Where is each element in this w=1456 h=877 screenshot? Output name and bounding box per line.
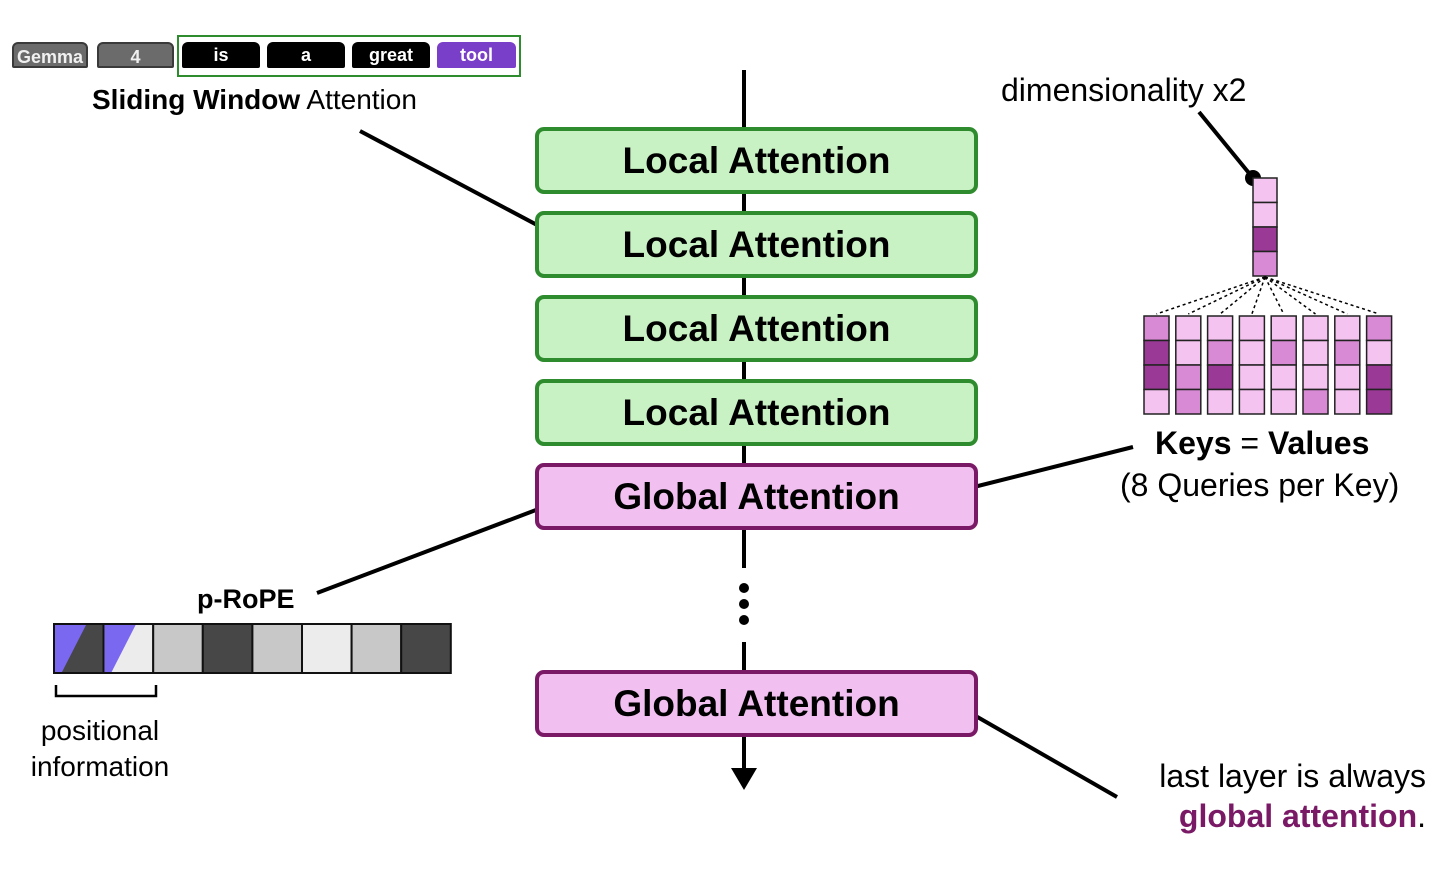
last-layer-highlight: global attention [1178, 798, 1418, 834]
fan-line [1219, 276, 1266, 315]
rope-cell [251, 623, 303, 674]
rotation-wedge [104, 625, 136, 672]
kv-cell [1175, 339, 1202, 366]
positional-bracket [54, 685, 158, 698]
kv-cell [1206, 364, 1234, 391]
rotation-wedge [55, 625, 86, 672]
fan-line [1264, 276, 1316, 315]
fan-line [1264, 276, 1348, 315]
dimensionality-label: dimensionality x2 [1001, 72, 1247, 108]
sliding-window-bold: Sliding Window [92, 84, 301, 115]
rope-cell [350, 623, 403, 674]
last-layer-label: last layer is always global attention. [1130, 756, 1426, 836]
kv-cell [1206, 388, 1234, 415]
prope-label: p-RoPE [197, 584, 295, 614]
rope-cell [201, 623, 254, 674]
keys-label: Keys [1155, 425, 1232, 461]
kv-cell [1302, 339, 1329, 366]
fan-line [1251, 276, 1266, 315]
kv-cell [1302, 315, 1329, 342]
down-arrow-icon [731, 768, 757, 790]
query-vector-cell [1252, 201, 1278, 228]
kv-cell [1334, 339, 1361, 366]
fan-line [1264, 276, 1380, 315]
kv-cell [1175, 388, 1202, 415]
kv-cell [1175, 364, 1202, 391]
local-attention-layer-3: Local Attention [535, 379, 978, 446]
kv-cell [1365, 339, 1393, 366]
kv-cell [1143, 364, 1170, 391]
local-attention-layer-1: Local Attention [535, 211, 978, 278]
kv-cell [1270, 339, 1297, 366]
kv-cell [1143, 388, 1170, 415]
sliding-window-regular: Attention [306, 84, 417, 115]
global-attention-layer-4: Global Attention [535, 463, 978, 530]
local-attention-layer-0: Local Attention [535, 127, 978, 194]
kv-cell [1270, 315, 1297, 342]
query-vector-cell [1252, 226, 1278, 253]
kv-cell [1143, 315, 1170, 342]
token-3: a [267, 42, 345, 68]
kv-cell [1365, 364, 1393, 391]
ellipsis-dots [739, 583, 749, 625]
queries-per-key-label: (8 Queries per Key) [1120, 467, 1400, 503]
positional-line2: information [30, 751, 170, 782]
query-vector-cell [1252, 177, 1278, 204]
values-label: Values [1267, 425, 1370, 461]
local-attention-layer-2: Local Attention [535, 295, 978, 362]
kv-cell [1175, 315, 1202, 342]
kv-cell [1334, 364, 1361, 391]
kv-cell [1334, 315, 1361, 342]
kv-cache-visual [1143, 177, 1393, 415]
positional-info-label: positional information [22, 713, 178, 785]
kv-cell [1365, 388, 1393, 415]
kv-cell [1365, 315, 1393, 342]
rope-cell [400, 623, 452, 674]
query-vector-cell [1252, 250, 1278, 277]
last-layer-suffix: . [1417, 798, 1426, 834]
token-2: is [182, 42, 260, 68]
positional-line1: positional [40, 715, 160, 746]
prope-vector [53, 623, 452, 674]
fan-line [1156, 276, 1266, 315]
kv-cell [1302, 364, 1329, 391]
equals-sign: = [1240, 425, 1260, 461]
global-attention-layer-5: Global Attention [535, 670, 978, 737]
kv-cell [1334, 388, 1361, 415]
fan-line [1187, 276, 1266, 315]
token-0: Gemma [12, 42, 88, 68]
dimensionality-connector [1197, 110, 1261, 186]
prope-connector [316, 494, 565, 595]
kv-cell [1238, 339, 1266, 366]
kv-cell [1238, 364, 1266, 391]
rope-cell [152, 623, 204, 674]
kv-cell [1143, 339, 1170, 366]
kv-cell [1206, 315, 1234, 342]
kv-cell [1206, 339, 1234, 366]
rope-cell [301, 623, 353, 674]
kv-cell [1270, 388, 1297, 415]
token-4: great [352, 42, 430, 68]
kv-cell [1302, 388, 1329, 415]
last-layer-line1: last layer is always [1159, 758, 1426, 794]
kv-cell [1270, 364, 1297, 391]
sliding-window-label: Sliding Window Attention [92, 84, 417, 116]
sliding-window-box [177, 35, 521, 77]
kv-label: Keys = Values [1155, 425, 1369, 462]
kv-cell [1238, 388, 1266, 415]
token-5: tool [437, 42, 516, 68]
token-1: 4 [97, 42, 174, 68]
kv-cell [1238, 315, 1266, 342]
fan-line [1264, 276, 1285, 315]
